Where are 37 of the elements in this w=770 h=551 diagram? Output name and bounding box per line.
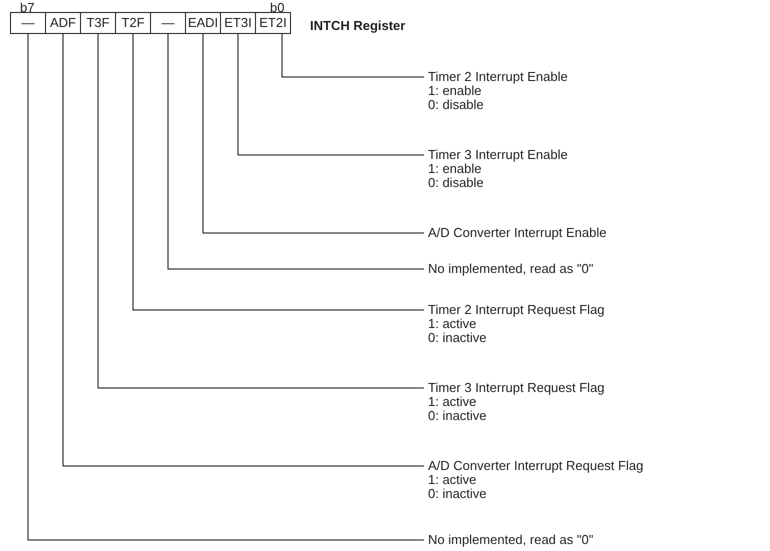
bit-value-text: 0: inactive (428, 487, 488, 501)
leader-line (28, 34, 424, 540)
bit-value-text: 1: enable (428, 162, 482, 176)
bit-description: Timer 3 Interrupt Enable (428, 148, 568, 162)
register-bit-cell: T3F (80, 12, 116, 34)
bit-description: A/D Converter Interrupt Enable (428, 226, 606, 240)
bit-description: A/D Converter Interrupt Request Flag (428, 459, 644, 473)
register-bit-cell: ET2I (255, 12, 291, 34)
bit-description: No implemented, read as "0" (428, 262, 594, 276)
leader-line (168, 34, 424, 270)
register-bit-cell: ET3I (220, 12, 256, 34)
bit-number: b7 (20, 0, 34, 15)
bit-description: Timer 2 Interrupt Request Flag (428, 303, 605, 317)
leader-line (132, 34, 424, 310)
register-bit-cell: T2F (115, 12, 151, 34)
register-bit-cell: EADI (185, 12, 221, 34)
register-bit-cell: — (10, 12, 46, 34)
bit-description: No implemented, read as "0" (428, 533, 594, 547)
bit-value-text: 0: inactive (428, 409, 488, 423)
bit-value-text: 1: active (428, 473, 478, 487)
register-bit-cell: ADF (45, 12, 81, 34)
leader-line (282, 34, 424, 78)
leader-line (62, 34, 424, 466)
leader-line (98, 34, 424, 388)
bit-value-text: 1: active (428, 317, 476, 331)
bit-value-text: 0: inactive (428, 331, 488, 345)
bit-value-text: 0: disable (428, 176, 485, 190)
bit-value-text: 0: disable (428, 98, 485, 112)
bit-description: Timer 3 Interrupt Request Flag (428, 381, 605, 395)
bit-description: Timer 2 Interrupt Enable (428, 70, 568, 84)
leader-line (238, 34, 424, 156)
bit-value-text: 1: enable (428, 84, 482, 98)
leader-line (202, 34, 424, 234)
bit-value-text: 1: active (428, 395, 476, 409)
register-bit-cell: — (150, 12, 186, 34)
bit-number: b0 (270, 0, 284, 15)
register-name: INTCH Register (310, 18, 406, 33)
